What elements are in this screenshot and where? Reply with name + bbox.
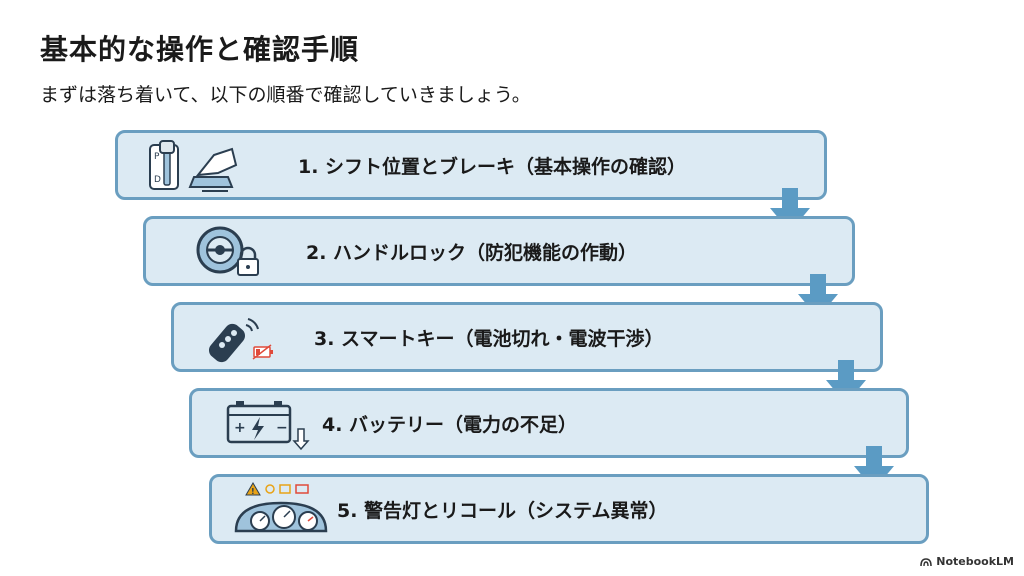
page-title: 基本的な操作と確認手順: [40, 33, 360, 66]
warning-lights-icon: !: [226, 481, 336, 539]
steering-lock-icon: [160, 223, 270, 281]
arrow-down-icon: [826, 360, 866, 404]
step-4-label: 4. バッテリー（電力の不足）: [322, 413, 578, 436]
svg-text:!: !: [251, 487, 255, 496]
shift-brake-icon: P D: [132, 137, 242, 195]
arrow-down-icon: [770, 188, 810, 232]
smart-key-icon: [188, 309, 298, 367]
page-subtitle: まずは落ち着いて、以下の順番で確認していきましょう。: [40, 84, 531, 106]
arrow-down-icon: [798, 274, 838, 318]
step-3-box: 3. スマートキー（電池切れ・電波干渉）: [171, 302, 883, 372]
brand-name: NotebookLM: [936, 555, 1014, 568]
svg-text:D: D: [154, 175, 161, 185]
svg-text:−: −: [276, 420, 288, 436]
step-5-label: 5. 警告灯とリコール（システム異常）: [337, 499, 668, 522]
notebooklm-logo-icon: [920, 557, 933, 566]
step-5-box: ! 5. 警告灯とリコール（システム異常）: [209, 474, 929, 544]
brand-watermark: NotebookLM: [920, 555, 1014, 568]
arrow-down-icon: [854, 446, 894, 490]
step-1-box: P D 1. シフト位置とブレーキ（基本操作の確認）: [115, 130, 827, 200]
svg-text:+: +: [234, 420, 246, 436]
step-4-box: + − 4. バッテリー（電力の不足）: [189, 388, 909, 458]
car-battery-icon: + −: [206, 395, 316, 453]
step-3-label: 3. スマートキー（電池切れ・電波干渉）: [314, 327, 664, 350]
svg-text:P: P: [154, 152, 160, 162]
step-1-label: 1. シフト位置とブレーキ（基本操作の確認）: [298, 155, 687, 178]
step-2-box: 2. ハンドルロック（防犯機能の作動）: [143, 216, 855, 286]
step-2-label: 2. ハンドルロック（防犯機能の作動）: [306, 241, 638, 264]
